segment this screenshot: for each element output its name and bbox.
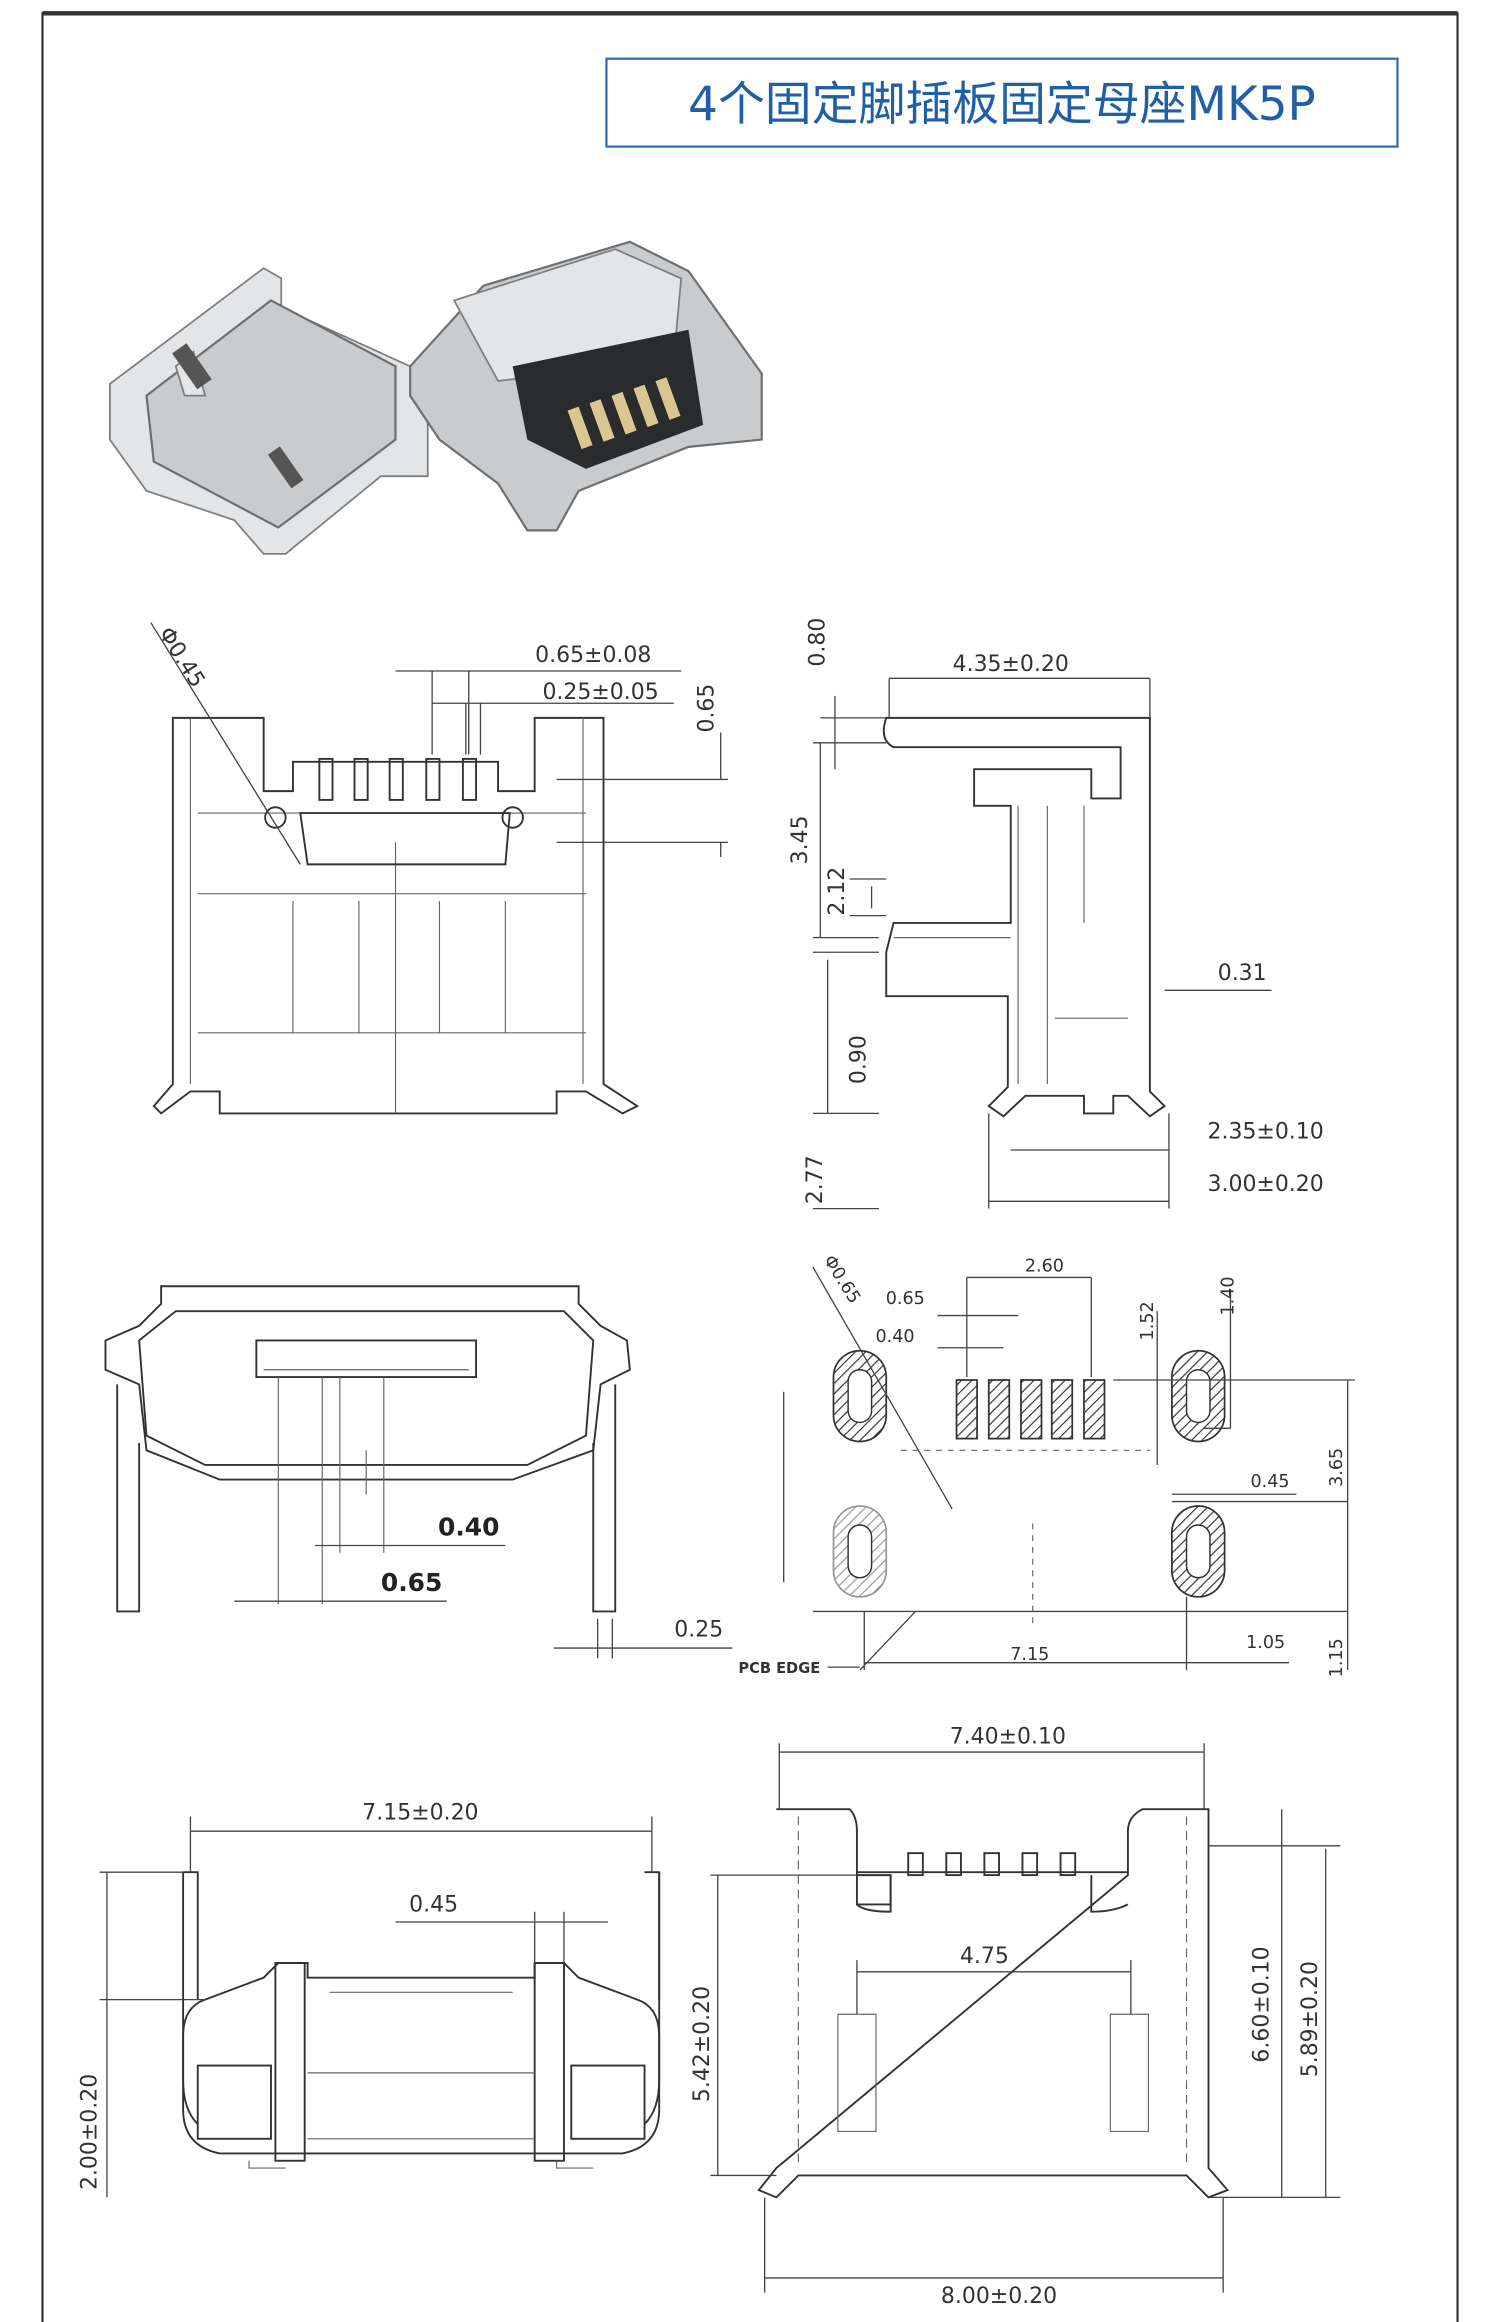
dim-pcb-1-15: 1.15: [1327, 1638, 1347, 1677]
dim-pcb-3-65: 3.65: [1327, 1448, 1347, 1487]
pcb-edge-label: PCB EDGE: [738, 1660, 820, 1677]
dim-pcb-1-52: 1.52: [1138, 1301, 1158, 1340]
dim-br-4-75: 4.75: [960, 1944, 1009, 1969]
product-photo: [108, 240, 763, 555]
dim-0-65: 0.65: [381, 1568, 442, 1597]
view-top-left: Φ0.45 0.65±0.08 0.25±0.05 0.65: [150, 622, 729, 1115]
dim-2-12: 2.12: [825, 867, 850, 916]
dim-2-77: 2.77: [803, 1155, 828, 1204]
dim-pitch: 0.65±0.08: [535, 643, 651, 668]
dim-0-25: 0.25: [674, 1617, 723, 1642]
dim-pcb-1-40: 1.40: [1218, 1276, 1238, 1315]
signal-pad: [987, 1379, 1011, 1440]
dim-0-80: 0.80: [806, 618, 831, 667]
signal-pad: [1083, 1379, 1106, 1440]
view-side: 0.80 4.35±0.20 3.45 2.12 0.31 0.90 2.35±…: [788, 618, 1324, 1210]
signal-pad: [955, 1379, 978, 1440]
view-front: 0.40 0.65 0.25: [104, 1285, 733, 1659]
view-bottom-left: 7.15±0.20 0.45 2.00±0.20: [78, 1800, 661, 2198]
dim-0-90: 0.90: [847, 1035, 872, 1084]
dim-br-6-60: 6.60±0.10: [1250, 1946, 1275, 2062]
dim-bl-7-15: 7.15±0.20: [362, 1800, 478, 1825]
dim-0-31: 0.31: [1218, 961, 1267, 986]
dim-pcb-0-65: 0.65: [886, 1289, 925, 1309]
dim-pcb-7-15: 7.15: [1010, 1645, 1049, 1665]
dim-br-7-40: 7.40±0.10: [950, 1724, 1066, 1749]
dim-hole-dia: Φ0.45: [153, 623, 209, 692]
dim-pcb-0-40: 0.40: [875, 1327, 914, 1347]
title-box: 4个固定脚插板固定母座MK5P: [605, 57, 1399, 148]
dim-3-00: 3.00±0.20: [1208, 1172, 1324, 1197]
dim-2-35: 2.35±0.10: [1208, 1119, 1324, 1144]
dim-pad-dia: Φ0.65: [819, 1252, 864, 1307]
dim-pcb-1-05: 1.05: [1246, 1633, 1285, 1653]
dim-br-8-00: 8.00±0.20: [941, 2284, 1057, 2309]
dim-4-35: 4.35±0.20: [953, 652, 1069, 677]
dim-br-5-89: 5.89±0.20: [1298, 1961, 1323, 2077]
view-bottom-right: 7.40±0.10 4.75 5.42±0.20 6.60±0.10 5.89±…: [690, 1724, 1341, 2309]
signal-pad: [1050, 1379, 1074, 1440]
dim-pin-width: 0.25±0.05: [542, 680, 658, 705]
signal-pad: [1020, 1379, 1043, 1440]
dim-3-45: 3.45: [788, 815, 813, 864]
dim-br-5-42: 5.42±0.20: [690, 1986, 715, 2102]
dim-bl-0-45: 0.45: [409, 1893, 458, 1918]
dim-pin-height: 0.65: [694, 684, 719, 733]
dim-0-40: 0.40: [438, 1512, 499, 1541]
title-text: 4个固定脚插板固定母座MK5P: [688, 77, 1316, 132]
view-pcb-layout: Φ0.65 0.65 0.40 2.60 1.52 1.40 3.65 0.45…: [738, 1252, 1355, 1677]
dim-pcb-0-45: 0.45: [1250, 1472, 1289, 1492]
dim-pcb-2-60: 2.60: [1025, 1257, 1064, 1277]
dim-bl-2-00: 2.00±0.20: [78, 2074, 103, 2190]
